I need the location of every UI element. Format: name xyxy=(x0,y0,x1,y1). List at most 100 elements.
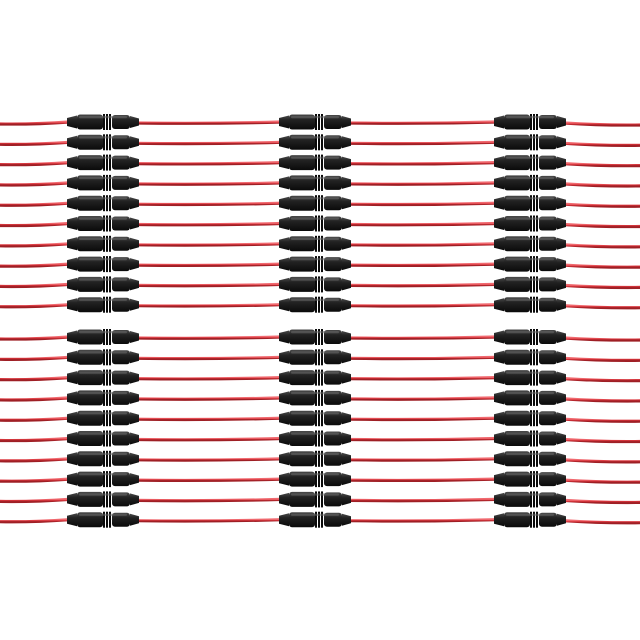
holder-gloss xyxy=(291,331,339,334)
holder-cap-right xyxy=(342,176,351,189)
holder-gloss xyxy=(291,176,339,180)
fuse-holder xyxy=(494,195,566,212)
holder-body xyxy=(539,512,557,527)
fuse-holder xyxy=(494,410,566,427)
holder-ridge xyxy=(530,329,532,345)
holder-ridge xyxy=(103,154,105,171)
holder-ridge xyxy=(536,134,538,151)
fuse-holder xyxy=(494,296,566,313)
fuse-holder xyxy=(279,329,351,345)
red-wire xyxy=(135,436,283,442)
holder-cap-right xyxy=(342,473,351,486)
holder-ridge xyxy=(530,296,532,313)
holder-body xyxy=(289,512,315,528)
holder-body xyxy=(539,492,557,507)
holder-cap-left xyxy=(494,135,504,149)
fuse-holder xyxy=(67,369,139,386)
red-wire xyxy=(347,335,498,340)
holder-body xyxy=(324,512,342,527)
holder-cap-left xyxy=(279,176,289,190)
holder-gloss xyxy=(291,513,339,516)
holder-ridge xyxy=(533,329,535,345)
fuse-holder xyxy=(67,296,139,313)
red-wire xyxy=(135,140,283,146)
fuse-holder xyxy=(67,134,139,151)
holder-ridge xyxy=(530,430,532,447)
holder-cap-left xyxy=(279,257,289,271)
holder-ridge xyxy=(530,114,532,130)
holder-cap-left xyxy=(67,135,77,149)
holder-ridge xyxy=(106,349,108,366)
holder-cap-left xyxy=(279,513,289,527)
holder-cap-right xyxy=(342,432,351,445)
holder-body xyxy=(504,451,530,467)
holder-ridge xyxy=(315,329,317,345)
fuse-holder xyxy=(494,276,566,293)
holder-ridge xyxy=(318,450,320,467)
holder-body xyxy=(112,350,130,365)
holder-gloss xyxy=(291,371,339,374)
holder-body xyxy=(504,349,530,365)
holder-gloss xyxy=(506,513,554,516)
holder-ridge xyxy=(536,154,538,171)
holder-ridge xyxy=(109,369,111,386)
holder-ridge xyxy=(315,511,317,528)
holder-ridge xyxy=(533,410,535,427)
holder-body xyxy=(112,155,130,170)
holder-ridge xyxy=(536,215,538,232)
fuse-holder xyxy=(494,174,566,191)
holder-cap-left xyxy=(67,350,77,364)
holder-body xyxy=(504,297,530,313)
holder-gloss xyxy=(506,278,554,281)
holder-ridge xyxy=(315,276,317,293)
holder-ridge xyxy=(536,256,538,273)
holder-ridge xyxy=(530,369,532,386)
holder-cap-left xyxy=(67,371,77,385)
holder-body xyxy=(324,297,342,312)
holder-body xyxy=(77,451,103,467)
holder-gloss xyxy=(291,116,339,119)
fuse-holder xyxy=(494,215,566,232)
holder-body xyxy=(539,297,557,312)
fuse-holder xyxy=(279,389,351,406)
red-wire xyxy=(135,518,283,523)
holder-ridge xyxy=(533,369,535,386)
holder-ridge xyxy=(106,329,108,345)
red-wire xyxy=(0,161,71,167)
fuse-holder xyxy=(279,174,351,191)
fuse-holder xyxy=(67,430,139,447)
holder-ridge xyxy=(530,511,532,528)
holder-cap-right xyxy=(342,298,351,311)
holder-cap-left xyxy=(67,176,77,190)
holder-ridge xyxy=(103,511,105,528)
holder-body xyxy=(77,410,103,426)
holder-ridge xyxy=(533,471,535,488)
holder-body xyxy=(112,431,130,446)
holder-ridge xyxy=(318,410,320,427)
holder-cap-left xyxy=(67,277,77,291)
red-wire xyxy=(562,202,640,208)
fuse-holder xyxy=(494,114,566,130)
holder-body xyxy=(324,236,342,251)
red-wire xyxy=(135,457,283,462)
holder-body xyxy=(77,431,103,446)
holder-cap-left xyxy=(279,277,289,291)
fuse-holder xyxy=(279,410,351,427)
holder-cap-right xyxy=(130,298,139,311)
holder-ridge xyxy=(530,450,532,467)
holder-ridge xyxy=(315,174,317,191)
holder-ridge xyxy=(315,430,317,447)
holder-cap-left xyxy=(67,257,77,271)
holder-ridge xyxy=(318,329,320,345)
holder-ridge xyxy=(530,491,532,508)
holder-body xyxy=(289,431,315,446)
red-wire xyxy=(0,181,71,187)
holder-gloss xyxy=(291,156,339,159)
holder-gloss xyxy=(79,412,127,415)
holder-ridge xyxy=(530,174,532,191)
fuse-holder xyxy=(279,511,351,528)
holder-ridge xyxy=(109,410,111,427)
holder-cap-right xyxy=(130,412,139,425)
holder-cap-right xyxy=(130,351,139,364)
